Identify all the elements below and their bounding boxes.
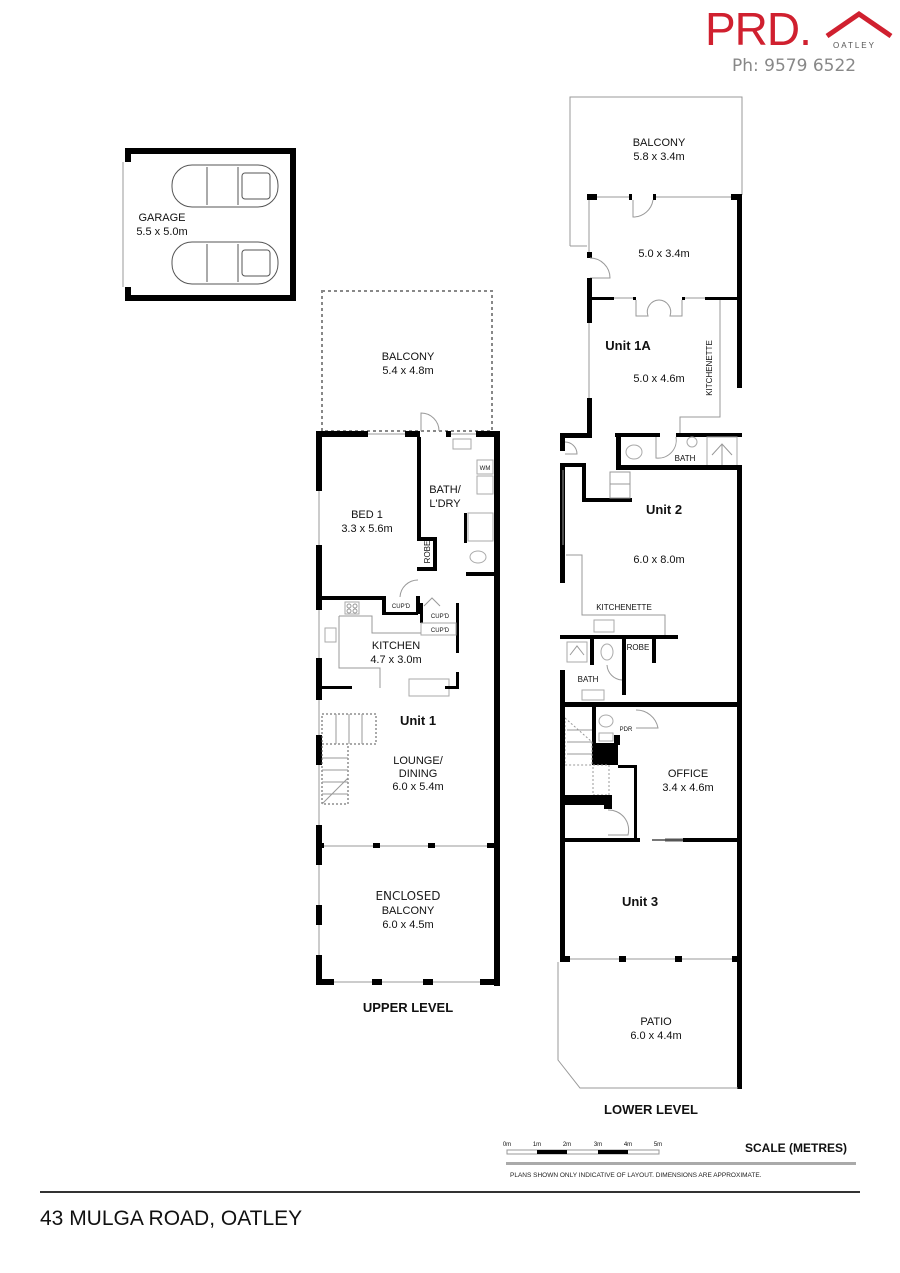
unit1-label: Unit 1: [400, 713, 436, 728]
patio-size: 6.0 x 4.4m: [630, 1030, 681, 1042]
upper-balcony-name: BALCONY: [382, 351, 435, 363]
enclosed-balcony-size: 6.0 x 4.5m: [382, 919, 433, 931]
bed1-name: BED 1: [351, 509, 383, 521]
unit1a-label: Unit 1A: [605, 338, 651, 353]
robe-label: ROBE: [423, 541, 432, 564]
scale-tick: 5m: [654, 1142, 662, 1148]
unit2-robe-label: ROBE: [627, 643, 650, 652]
property-address: 43 MULGA ROAD, OATLEY: [40, 1207, 303, 1230]
kitchen-name: KITCHEN: [372, 640, 420, 652]
prd-logo: PRD. OATLEY Ph: 9579 6522: [705, 4, 895, 84]
scale-tick: 2m: [563, 1142, 571, 1148]
address-divider: [40, 1191, 860, 1193]
scale-bar: 0m 1m 2m 3m 4m 5m: [503, 1142, 856, 1165]
scale-tick: 3m: [594, 1142, 602, 1148]
scale-tick: 4m: [624, 1142, 632, 1148]
enclosed-balcony-line2: BALCONY: [382, 905, 435, 917]
scale-title: SCALE (METRES): [745, 1141, 847, 1155]
patio-name: PATIO: [640, 1016, 672, 1028]
roof-icon: [825, 10, 893, 38]
car-icon: [171, 164, 279, 208]
room-1a-front-size: 5.0 x 3.4m: [638, 248, 689, 260]
unit2-size: 6.0 x 8.0m: [633, 554, 684, 566]
cupd-label: CUP'D: [431, 614, 450, 620]
scale-tick: 0m: [503, 1142, 511, 1148]
upper-level-title: UPPER LEVEL: [363, 1000, 453, 1015]
pdr-label: PDR: [620, 727, 633, 733]
upper-level-plan: BALCONY 5.4 x 4.8m: [316, 290, 500, 1015]
lower-level-plan: BALCONY 5.8 x 3.4m 5.0 x 3.4m KITCHENETT…: [557, 96, 743, 1117]
unit2-bath-label: BATH: [578, 675, 599, 684]
bath-1a-label: BATH: [675, 454, 696, 463]
cupd-label: CUP'D: [392, 604, 411, 610]
unit1a-kitchenette-label: KITCHENETTE: [705, 340, 714, 396]
lounge-line2: DINING: [399, 768, 438, 780]
car-icon: [171, 241, 279, 285]
garage: GARAGE 5.5 x 5.0m: [122, 148, 296, 301]
lower-balcony-size: 5.8 x 3.4m: [633, 151, 684, 163]
lounge-line1: LOUNGE/: [393, 755, 443, 767]
lower-balcony-name: BALCONY: [633, 137, 686, 149]
scale-tick: 1m: [533, 1142, 541, 1148]
wm-label: WM: [480, 466, 491, 472]
unit3-label: Unit 3: [622, 894, 658, 909]
lounge-size: 6.0 x 5.4m: [392, 781, 443, 793]
logo-suburb: OATLEY: [833, 41, 876, 50]
unit2-kitchenette-label: KITCHENETTE: [596, 603, 652, 612]
disclaimer-text: PLANS SHOWN ONLY INDICATIVE OF LAYOUT. D…: [510, 1172, 762, 1179]
unit1a-size: 5.0 x 4.6m: [633, 373, 684, 385]
office-name: OFFICE: [668, 768, 708, 780]
garage-size: 5.5 x 5.0m: [136, 226, 187, 238]
garage-name: GARAGE: [138, 212, 185, 224]
bath-laundry-line1: BATH/: [429, 484, 462, 496]
lower-level-title: LOWER LEVEL: [604, 1102, 698, 1117]
staircase: [321, 713, 377, 805]
bed1-size: 3.3 x 5.6m: [341, 523, 392, 535]
logo-wordmark: PRD.: [705, 3, 812, 55]
kitchen-size: 4.7 x 3.0m: [370, 654, 421, 666]
office-size: 3.4 x 4.6m: [662, 782, 713, 794]
unit2-label: Unit 2: [646, 502, 682, 517]
bath-laundry-line2: L'DRY: [429, 498, 461, 510]
phone-number: Ph: 9579 6522: [732, 56, 857, 76]
enclosed-balcony-line1: ENCLOSED: [375, 889, 440, 903]
cupd-label: CUP'D: [431, 628, 450, 634]
upper-balcony-size: 5.4 x 4.8m: [382, 365, 433, 377]
